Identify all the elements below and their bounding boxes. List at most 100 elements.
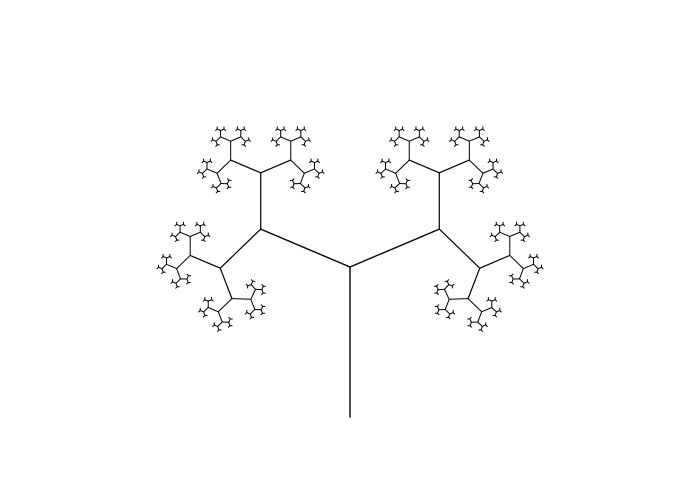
branch-segment bbox=[377, 171, 382, 174]
branch-segment bbox=[300, 136, 306, 142]
branch-segment bbox=[303, 187, 306, 192]
branch-segment bbox=[260, 159, 292, 174]
branch-segment bbox=[380, 172, 383, 178]
branch-segment bbox=[452, 312, 456, 315]
branch-segment bbox=[292, 178, 295, 181]
branch-segment bbox=[519, 223, 524, 227]
branch-segment bbox=[402, 128, 405, 132]
branch-segment bbox=[394, 182, 401, 189]
branch-segment bbox=[522, 263, 535, 270]
branch-segment bbox=[201, 172, 205, 178]
branch-segment bbox=[219, 228, 262, 269]
branch-segment bbox=[395, 128, 400, 132]
branch-segment bbox=[249, 313, 253, 318]
branch-segment bbox=[446, 280, 450, 286]
branch-segment bbox=[212, 185, 217, 189]
branch-segment bbox=[308, 139, 311, 142]
branch-segment bbox=[491, 234, 496, 238]
branch-segment bbox=[486, 185, 490, 189]
branch-segment bbox=[470, 183, 474, 188]
branch-segment bbox=[179, 231, 191, 237]
branch-segment bbox=[405, 186, 408, 190]
branch-segment bbox=[179, 223, 184, 227]
branch-segment bbox=[449, 312, 454, 315]
branch-segment bbox=[499, 231, 511, 237]
branch-segment bbox=[502, 223, 506, 227]
branch-segment bbox=[448, 298, 469, 300]
branch-segment bbox=[518, 278, 525, 284]
branch-segment bbox=[260, 309, 263, 314]
branch-segment bbox=[240, 136, 246, 142]
branch-segment bbox=[161, 263, 167, 270]
branch-segment bbox=[207, 307, 219, 313]
branch-segment bbox=[467, 267, 481, 300]
branch-segment bbox=[447, 313, 451, 318]
branch-segment bbox=[436, 289, 439, 294]
branch-segment bbox=[422, 128, 425, 132]
branch-segment bbox=[228, 318, 231, 323]
branch-segment bbox=[418, 136, 425, 142]
branch-segment bbox=[204, 299, 209, 302]
branch-segment bbox=[469, 316, 472, 320]
branch-segment bbox=[261, 292, 264, 296]
branch-segment bbox=[244, 139, 250, 142]
branch-segment bbox=[290, 159, 305, 174]
branch-segment bbox=[203, 311, 206, 316]
branch-segment bbox=[304, 139, 310, 142]
branch-segment bbox=[491, 299, 496, 302]
branch-segment bbox=[230, 136, 242, 142]
branch-segment bbox=[391, 185, 396, 189]
branch-segment bbox=[519, 231, 525, 238]
branch-segment bbox=[250, 280, 254, 286]
branch-segment bbox=[478, 172, 484, 184]
branch-segment bbox=[481, 307, 493, 313]
branch-segment bbox=[480, 325, 483, 331]
branch-segment bbox=[491, 307, 497, 313]
branch-segment bbox=[175, 286, 178, 289]
branch-segment bbox=[482, 140, 485, 146]
branch-segment bbox=[395, 159, 410, 174]
branch-segment bbox=[310, 160, 315, 164]
branch-segment bbox=[481, 187, 485, 192]
branch-segment bbox=[478, 128, 484, 132]
branch-segment bbox=[217, 311, 223, 323]
branch-segment bbox=[492, 160, 497, 164]
branch-segment bbox=[523, 281, 528, 284]
branch-segment bbox=[215, 190, 219, 194]
branch-segment bbox=[492, 168, 499, 174]
branch-segment bbox=[398, 128, 404, 132]
branch-segment bbox=[436, 305, 440, 311]
branch-segment bbox=[176, 254, 191, 270]
branch-segment bbox=[186, 278, 189, 283]
branch-segment bbox=[216, 159, 232, 174]
branch-segment bbox=[260, 228, 351, 268]
branch-segment bbox=[246, 312, 251, 315]
branch-segment bbox=[436, 284, 439, 287]
branch-segment bbox=[487, 299, 493, 302]
branch-segment bbox=[313, 160, 319, 164]
branch-segment bbox=[482, 168, 494, 174]
branch-segment bbox=[220, 128, 225, 132]
branch-segment bbox=[203, 307, 209, 313]
branch-segment bbox=[275, 144, 278, 147]
branch-segment bbox=[497, 171, 502, 174]
branch-segment bbox=[444, 298, 450, 311]
branch-segment bbox=[175, 236, 178, 241]
branch-segment bbox=[215, 182, 222, 189]
branch-segment bbox=[405, 183, 408, 188]
branch-segment bbox=[479, 254, 511, 269]
branch-segment bbox=[529, 255, 535, 259]
branch-segment bbox=[469, 318, 472, 323]
branch-segment bbox=[470, 178, 474, 181]
branch-segment bbox=[426, 139, 430, 142]
branch-segment bbox=[495, 309, 501, 313]
branch-segment bbox=[436, 285, 439, 291]
branch-segment bbox=[206, 160, 211, 164]
branch-segment bbox=[201, 168, 208, 174]
branch-segment bbox=[215, 140, 218, 146]
branch-segment bbox=[176, 223, 181, 227]
branch-segment bbox=[220, 136, 232, 142]
branch-segment bbox=[215, 144, 218, 147]
branch-segment bbox=[458, 128, 464, 132]
